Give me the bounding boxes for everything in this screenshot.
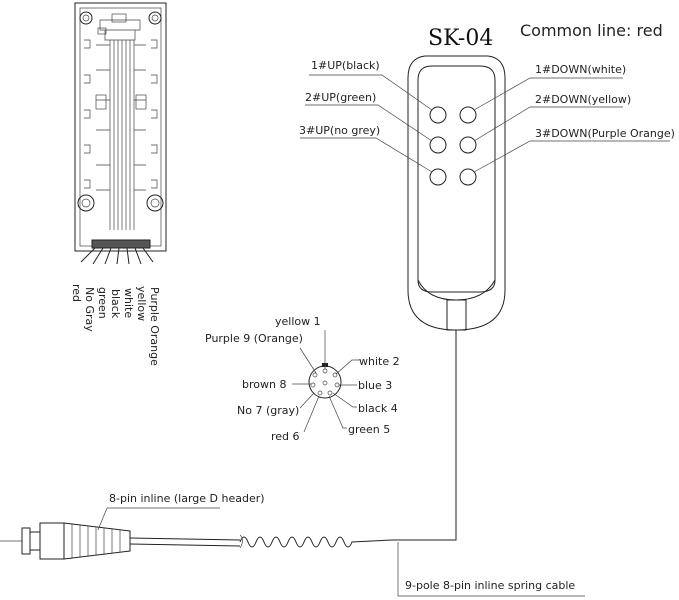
pin-label-6: red 6 xyxy=(271,430,300,443)
pin-label-8: brown 8 xyxy=(242,378,286,391)
button-label-3-up: 3#UP(no grey) xyxy=(299,124,380,137)
pin-label-4: black 4 xyxy=(358,402,398,415)
pcb-wire-yellow: yellow xyxy=(135,286,148,321)
pcb-board xyxy=(74,2,167,265)
model-title: SK-04 xyxy=(428,26,493,51)
button-3-up[interactable] xyxy=(429,168,447,186)
remote-buttons xyxy=(429,106,477,186)
spring-coil xyxy=(239,534,393,549)
pin-label-9: Purple 9 (Orange) xyxy=(205,332,303,345)
pin-label-5: green 5 xyxy=(348,423,390,436)
button-label-2-down: 2#DOWN(yellow) xyxy=(535,93,631,106)
button-label-1-down: 1#DOWN(white) xyxy=(535,63,626,76)
button-1-up[interactable] xyxy=(429,106,447,124)
common-line-note: Common line: red xyxy=(520,21,663,40)
pcb-wire-black: black xyxy=(109,289,122,319)
plug-label: 8-pin inline (large D header) xyxy=(109,492,265,505)
button-3-down[interactable] xyxy=(459,168,477,186)
spring-cable-label: 9-pole 8-pin inline spring cable xyxy=(405,579,575,592)
remote-body xyxy=(407,55,506,331)
pcb-wire-red: red xyxy=(70,284,83,302)
pcb-wire-purple-orange: Purple Orange xyxy=(148,287,161,366)
pcb-wire-green: green xyxy=(96,287,109,319)
pin-label-7: No 7 (gray) xyxy=(237,404,299,417)
pcb-wire-white: white xyxy=(122,288,135,318)
button-2-down[interactable] xyxy=(459,136,477,154)
pin-label-3: blue 3 xyxy=(358,379,392,392)
button-2-up[interactable] xyxy=(429,136,447,154)
pcb-wire-no-gray: No Gray xyxy=(83,287,96,332)
button-label-1-up: 1#UP(black) xyxy=(311,59,380,72)
pin-label-1: yellow 1 xyxy=(275,315,321,328)
button-label-3-down: 3#DOWN(Purple Orange) xyxy=(535,127,675,140)
pin-label-2: white 2 xyxy=(359,355,400,368)
button-1-down[interactable] xyxy=(459,106,477,124)
inline-plug xyxy=(0,522,241,560)
button-label-2-up: 2#UP(green) xyxy=(305,91,376,104)
